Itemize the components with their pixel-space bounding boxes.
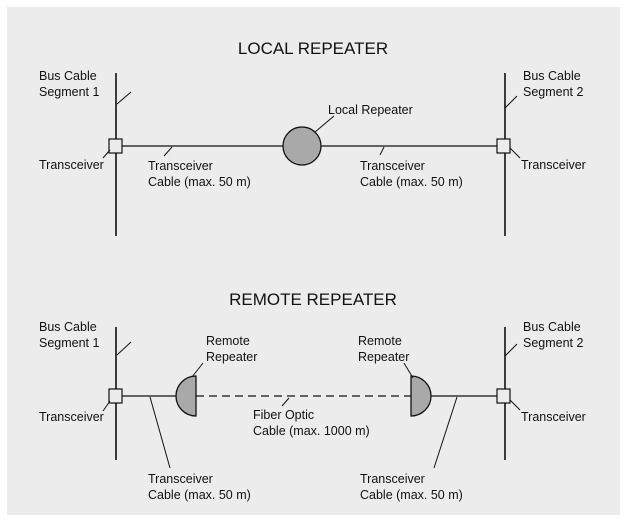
- leader-transceiver-right-remote: [509, 399, 521, 411]
- remote-repeater-right: [410, 375, 432, 417]
- transceiver-right-remote: [496, 388, 511, 404]
- label-remote-repeater-right-line2: Repeater: [358, 350, 409, 364]
- leader-local-repeater: [314, 115, 335, 133]
- leader-segment-2: [504, 95, 518, 109]
- label-cable-left-line1: Transceiver: [148, 159, 213, 173]
- leader-cable-right: [379, 146, 385, 156]
- label-segment-2-line1: Bus Cable: [523, 69, 581, 83]
- label-cable-left-line2: Cable (max. 50 m): [148, 175, 251, 189]
- leader-transceiver-right: [509, 147, 521, 159]
- leader-segment-1-remote: [116, 341, 132, 356]
- label-cable-right-line2: Cable (max. 50 m): [360, 175, 463, 189]
- label-remote-repeater-left-line2: Repeater: [206, 350, 257, 364]
- label-segment-2-remote-line2: Segment 2: [523, 336, 584, 350]
- label-local-repeater: Local Repeater: [328, 103, 413, 117]
- remote-repeater-section: REMOTE REPEATER Bus Cable Segment 1 Bus …: [39, 290, 586, 502]
- leader-cable-left: [163, 146, 173, 157]
- label-remote-repeater-left-line1: Remote: [206, 334, 250, 348]
- transceiver-left-remote: [108, 388, 123, 404]
- label-segment-1-remote-line2: Segment 1: [39, 336, 100, 350]
- label-remote-repeater-right-line1: Remote: [358, 334, 402, 348]
- leader-remote-repeater-left: [191, 362, 204, 378]
- leader-transceiver-left: [102, 149, 111, 159]
- label-cable-right-remote-line2: Cable (max. 50 m): [360, 488, 463, 502]
- label-cable-left-remote-line1: Transceiver: [148, 472, 213, 486]
- leader-cable-right-remote: [433, 396, 458, 469]
- leader-cable-left-remote: [149, 396, 171, 469]
- leader-fiber: [281, 397, 290, 407]
- label-transceiver-right: Transceiver: [521, 158, 586, 172]
- label-segment-2-line2: Segment 2: [523, 85, 584, 99]
- local-title: LOCAL REPEATER: [238, 39, 388, 58]
- leader-transceiver-left-remote: [102, 400, 111, 412]
- transceiver-left: [108, 138, 123, 154]
- local-repeater-device: [282, 126, 322, 166]
- diagram-panel: [7, 7, 620, 515]
- label-cable-left-remote-line2: Cable (max. 50 m): [148, 488, 251, 502]
- label-segment-1-line1: Bus Cable: [39, 69, 97, 83]
- leader-segment-2-remote: [504, 343, 518, 357]
- label-transceiver-left-remote: Transceiver: [39, 410, 104, 424]
- local-repeater-section: LOCAL REPEATER Bus Cable Segment 1 Bus C…: [39, 39, 586, 236]
- label-fiber-line1: Fiber Optic: [253, 408, 314, 422]
- remote-title: REMOTE REPEATER: [229, 290, 397, 309]
- label-cable-right-remote-line1: Transceiver: [360, 472, 425, 486]
- transceiver-right: [496, 138, 511, 154]
- label-segment-1-remote-line1: Bus Cable: [39, 320, 97, 334]
- remote-repeater-left: [175, 375, 197, 417]
- leader-segment-1: [116, 91, 132, 105]
- label-transceiver-left: Transceiver: [39, 158, 104, 172]
- label-segment-1-line2: Segment 1: [39, 85, 100, 99]
- label-fiber-line2: Cable (max. 1000 m): [253, 424, 370, 438]
- label-segment-2-remote-line1: Bus Cable: [523, 320, 581, 334]
- label-transceiver-right-remote: Transceiver: [521, 410, 586, 424]
- label-cable-right-line1: Transceiver: [360, 159, 425, 173]
- leader-remote-repeater-right: [403, 362, 414, 379]
